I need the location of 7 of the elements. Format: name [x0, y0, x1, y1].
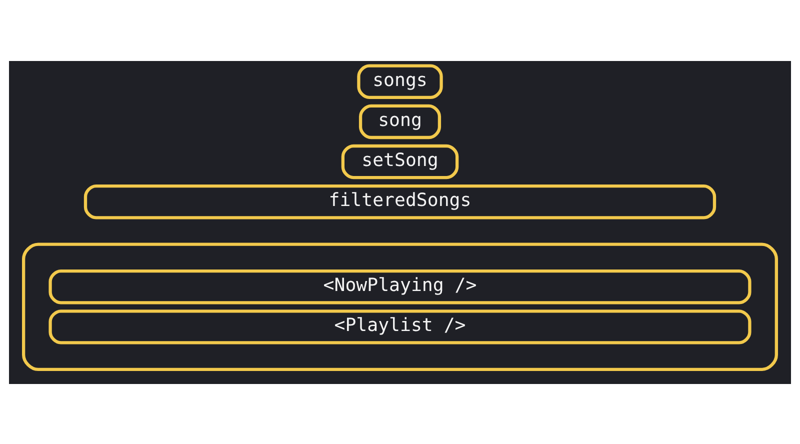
- node-box: song: [358, 104, 442, 139]
- node-box: <Playlist />: [48, 309, 752, 344]
- node-box: setSong: [341, 144, 459, 179]
- node-box: songs: [357, 64, 443, 98]
- node-box: filteredSongs: [84, 184, 716, 219]
- node-box: <NowPlaying />: [48, 269, 752, 304]
- cluster: [22, 242, 778, 370]
